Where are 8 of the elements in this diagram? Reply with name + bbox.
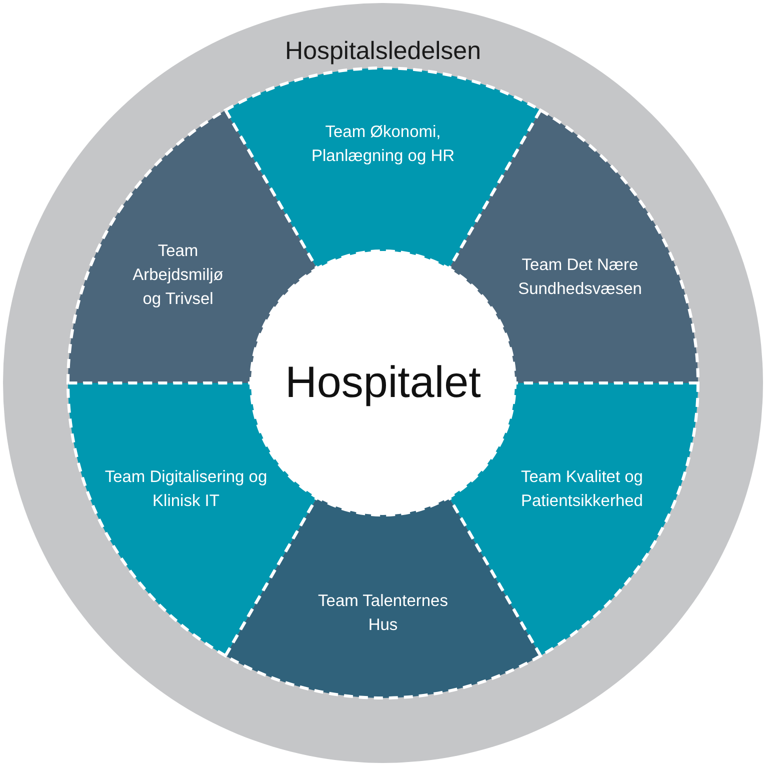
- team-label: Team Arbejdsmiljø og Trivsel: [132, 241, 224, 310]
- team-label: Team Økonomi, Planlægning og HR: [310, 122, 456, 167]
- team-label: Team Talenternes Hus: [318, 591, 448, 636]
- team-label: Team Kvalitet og Patientsikkerhed: [520, 467, 644, 512]
- center-label: Hospitalet: [285, 358, 481, 408]
- ring-title: Hospitalsledelsen: [285, 37, 481, 66]
- team-label: Team Det Nære Sundhedsvæsen: [517, 255, 643, 300]
- team-label: Team Digitalisering og Klinisk IT: [104, 467, 268, 512]
